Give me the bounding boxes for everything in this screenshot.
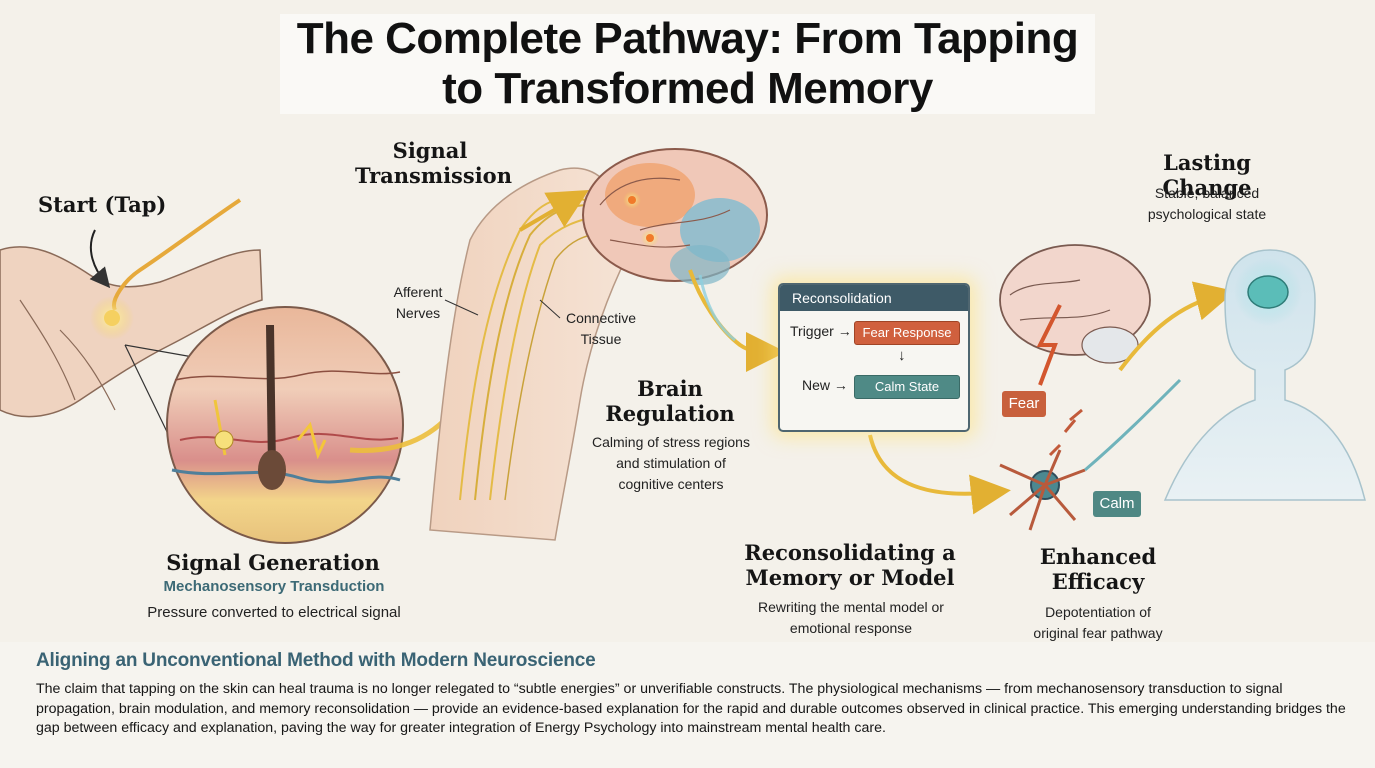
reconsolidation-card-header: Reconsolidation [780, 285, 968, 311]
connective-line-2: Tissue [580, 331, 622, 347]
calm-person-silhouette [1163, 249, 1366, 501]
footer-section: Aligning an Unconventional Method with M… [0, 642, 1375, 768]
brain-regulation-desc-3: cognitive centers [618, 476, 724, 492]
down-arrow: ↓ [898, 347, 906, 364]
reconsolidating-heading: Reconsolidating a Memory or Model [735, 540, 965, 590]
brain-regulation-line-2: Regulation [605, 401, 735, 426]
start-label: Start (Tap) [38, 192, 167, 217]
reconsolidating-description: Rewriting the mental model or emotional … [738, 597, 964, 639]
signal-generation-heading: Signal Generation [166, 550, 380, 575]
brain-illustration [582, 148, 786, 372]
enhanced-efficacy-line-2: Efficacy [1051, 569, 1145, 594]
lasting-change-desc-1: Stable, balanced [1154, 185, 1260, 201]
footer-heading: Aligning an Unconventional Method with M… [36, 650, 596, 671]
hand-illustration [0, 198, 263, 418]
enhanced-efficacy-description: Depotentiation of original fear pathway [1012, 602, 1184, 644]
new-label: New → [802, 377, 848, 393]
reconsolidating-line-1: Reconsolidating a [744, 540, 956, 565]
enhanced-efficacy-heading: Enhanced Efficacy [1030, 544, 1166, 594]
calm-tag: Calm [1093, 491, 1141, 517]
fear-response-pill: Fear Response [854, 321, 960, 345]
brain-regulation-desc-2: and stimulation of [616, 455, 726, 471]
afferent-line-1: Afferent [393, 284, 443, 300]
reconsolidation-card: Reconsolidation Trigger → Fear Response … [778, 283, 970, 432]
reconsolidating-desc-1: Rewriting the mental model or [758, 599, 944, 615]
reconsolidating-line-2: Memory or Model [745, 565, 955, 590]
enhanced-efficacy-desc-1: Depotentiation of [1045, 604, 1151, 620]
enhanced-efficacy-desc-2: original fear pathway [1033, 625, 1163, 641]
signal-transmission-heading: Signal Transmission [355, 138, 512, 188]
signal-generation-description: Pressure converted to electrical signal [147, 604, 401, 621]
neuron-illustration [999, 378, 1182, 531]
trigger-label: Trigger → [790, 323, 852, 339]
footer-paragraph: The claim that tapping on the skin can h… [36, 681, 1346, 736]
afferent-line-2: Nerves [395, 305, 441, 321]
reconsolidating-desc-2: emotional response [789, 620, 913, 636]
calm-state-pill: Calm State [854, 375, 960, 399]
title-line-2: to Transformed Memory [442, 64, 933, 113]
lasting-change-desc-2: psychological state [1147, 206, 1267, 222]
enhanced-efficacy-line-1: Enhanced [1039, 544, 1157, 569]
skin-cross-section [124, 306, 404, 544]
signal-transmission-line-2: Transmission [355, 163, 512, 188]
pathway-artwork [0, 148, 1366, 544]
brain-regulation-desc-1: Calming of stress regions [592, 434, 750, 450]
signal-transmission-line-1: Signal [392, 138, 468, 163]
lasting-change-description: Stable, balanced psychological state [1120, 183, 1294, 225]
arm-nerves-illustration [429, 167, 631, 541]
brain-regulation-description: Calming of stress regions and stimulatio… [580, 432, 762, 495]
afferent-nerves-label: Afferent Nerves [382, 282, 454, 324]
brain-regulation-heading: Brain Regulation [600, 376, 740, 426]
brain-regulation-line-1: Brain [637, 376, 703, 401]
signal-generation-subheading: Mechanosensory Transduction [163, 578, 385, 595]
fear-tag: Fear [1002, 391, 1046, 417]
connective-tissue-label: Connective Tissue [558, 308, 644, 350]
page-title: The Complete Pathway: From Tapping to Tr… [280, 14, 1095, 114]
lasting-change-heading: Lasting Change [1162, 150, 1252, 200]
connective-line-1: Connective [565, 310, 637, 326]
fear-brain-illustration [999, 244, 1151, 386]
title-line-1: The Complete Pathway: From Tapping [296, 14, 1079, 63]
